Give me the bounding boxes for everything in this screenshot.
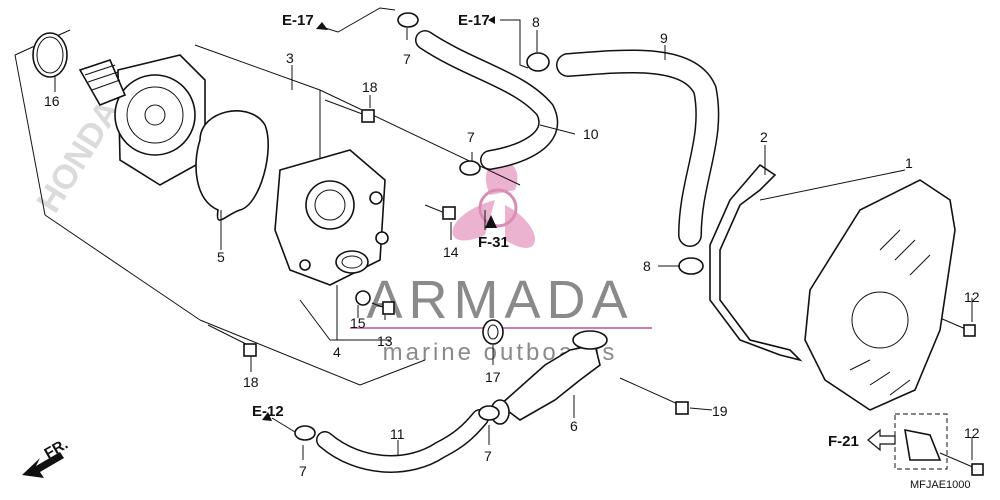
clamp-7-mid — [459, 160, 481, 176]
bolt-12-lower — [939, 452, 984, 476]
part-label-13: 13 — [377, 333, 393, 349]
front-direction-arrow-icon — [22, 452, 64, 478]
part-label-8-lower: 8 — [643, 258, 651, 274]
bolt-14 — [424, 204, 456, 220]
part-label-17: 17 — [485, 369, 501, 385]
part-label-7-right: 7 — [484, 448, 492, 464]
armada-logo-icon — [452, 160, 535, 248]
part-label-8-top: 8 — [532, 14, 540, 30]
bolt-13 — [371, 301, 395, 315]
part-label-12-lower: 12 — [964, 425, 980, 441]
part-label-6: 6 — [570, 418, 578, 434]
part-label-10: 10 — [583, 126, 599, 142]
part-label-1: 1 — [905, 155, 913, 171]
e12-arrow — [262, 412, 296, 433]
part-label-19: 19 — [712, 403, 728, 419]
ref-label-e12: E-12 — [252, 403, 284, 420]
honda-watermark-text: HONDA — [30, 93, 128, 219]
washer-15 — [355, 290, 371, 306]
f21-arrow-icon — [867, 428, 896, 452]
part-label-7-left: 7 — [299, 463, 307, 479]
cover-gasket-2 — [709, 163, 803, 362]
diagram-code: MFJAE1000 — [910, 479, 971, 491]
part-label-4: 4 — [333, 344, 341, 360]
clamp-8-lower — [678, 257, 704, 275]
pipe-6 — [490, 330, 608, 425]
part-label-16: 16 — [44, 93, 60, 109]
part-label-3: 3 — [286, 50, 294, 66]
f31-arrow — [485, 215, 497, 228]
bracket-detail — [904, 428, 942, 461]
o-ring-17 — [482, 319, 504, 345]
watermark-brand: ARMADA — [366, 270, 633, 330]
part-labels: 1 2 3 4 5 6 7 7 7 7 8 8 9 10 11 12 12 13… — [44, 14, 980, 479]
ref-label-e17-right: E-17 — [458, 12, 490, 29]
part-label-14: 14 — [443, 244, 459, 260]
part-label-7-mid: 7 — [467, 129, 475, 145]
part-label-5: 5 — [217, 249, 225, 265]
part-label-18-upper: 18 — [362, 79, 378, 95]
ref-label-f21: F-21 — [828, 433, 859, 450]
bolt-12-upper — [939, 317, 976, 337]
leader-lines — [54, 28, 973, 460]
part-label-12-upper: 12 — [964, 289, 980, 305]
part-label-11: 11 — [390, 426, 405, 442]
part-label-18-lower: 18 — [243, 374, 259, 390]
e17-right-arrow — [488, 16, 529, 69]
pump-cover-1 — [804, 179, 956, 411]
honda-watermark: HONDA — [30, 93, 128, 219]
gasket-5 — [195, 110, 269, 221]
part-label-9: 9 — [660, 30, 668, 46]
clamp-8-top — [526, 52, 550, 72]
part-label-2: 2 — [760, 129, 768, 145]
part-label-7-top: 7 — [403, 51, 411, 67]
pump-impeller-assembly — [78, 54, 206, 186]
part-label-15: 15 — [350, 315, 366, 331]
ref-label-e17-left: E-17 — [282, 12, 314, 29]
o-ring-16 — [32, 32, 68, 78]
front-direction-label: FR. — [42, 436, 71, 463]
ref-label-f31: F-31 — [478, 234, 509, 251]
clamp-7-top — [397, 12, 419, 28]
bolt-18-lower — [207, 324, 257, 357]
clamp-7-right — [478, 405, 500, 421]
clamp-7-left — [294, 425, 316, 441]
e17-left-arrow — [316, 7, 396, 33]
bolt-19 — [619, 377, 689, 415]
reference-labels: E-17 E-17 E-12 F-31 F-21 FR. MFJAE1000 — [42, 12, 971, 491]
bolt-18-upper — [324, 99, 375, 123]
pump-body — [274, 149, 389, 286]
